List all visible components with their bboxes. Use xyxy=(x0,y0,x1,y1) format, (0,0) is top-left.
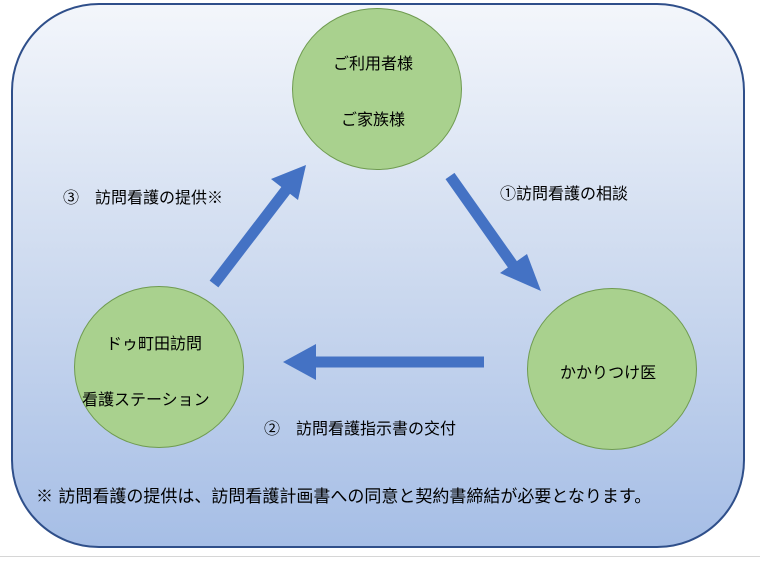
node-station-label-1: ドゥ町田訪問 xyxy=(106,334,203,353)
edge-label-consult: ①訪問看護の相談 xyxy=(500,184,629,203)
footnote: ※ 訪問看護の提供は、訪問看護計画書への同意と契約書締結が必要となります。 xyxy=(36,487,652,507)
node-user-label-1: ご利用者様 xyxy=(333,54,414,73)
node-doctor xyxy=(527,288,697,450)
node-user-family xyxy=(292,8,462,170)
node-user-label-2: ご家族様 xyxy=(341,110,406,129)
node-station xyxy=(74,286,244,448)
arrow-left-icon xyxy=(283,344,484,380)
edge-label-instruction: ② 訪問看護指示書の交付 xyxy=(264,419,457,438)
edge-label-provide: ③ 訪問看護の提供※ xyxy=(63,188,224,207)
arrow-right-up-icon xyxy=(209,165,306,288)
arrow-right-down-icon xyxy=(445,172,541,291)
node-doctor-label: かかりつけ医 xyxy=(560,363,657,382)
bottom-divider xyxy=(0,556,760,557)
node-station-label-2: 看護ステーション xyxy=(82,390,210,409)
